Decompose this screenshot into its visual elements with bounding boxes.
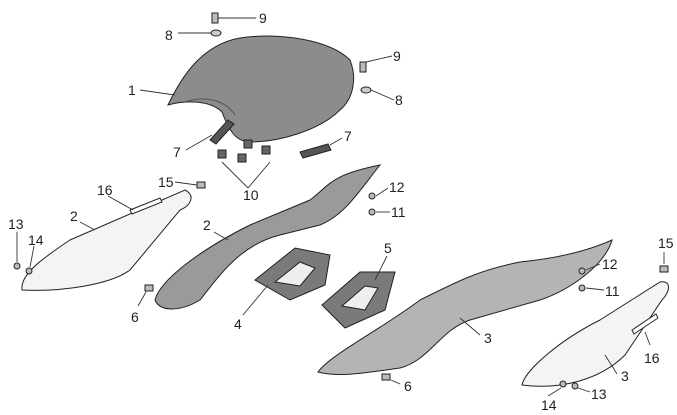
- leader-lines: [16, 17, 665, 397]
- callout-6: 6: [404, 378, 412, 394]
- callout-16: 16: [97, 182, 113, 198]
- callout-13: 13: [8, 216, 24, 232]
- side-panel-3-right: [521, 281, 669, 387]
- tail-fairing-3: [317, 239, 613, 376]
- callout-12: 12: [389, 179, 405, 195]
- callout-2: 2: [203, 217, 211, 233]
- callout-14: 14: [541, 397, 557, 413]
- callout-3: 3: [621, 368, 629, 384]
- callout-11: 11: [605, 283, 620, 299]
- sticker-16-left: [129, 197, 163, 215]
- callout-7: 7: [173, 144, 181, 160]
- callout-9: 9: [393, 48, 401, 64]
- callout-9: 9: [259, 10, 267, 26]
- callout-14: 14: [28, 232, 44, 248]
- hardware: [13, 181, 669, 390]
- screw-9-left: [211, 12, 219, 24]
- rubber-pad-7-right: [299, 143, 332, 159]
- rubber-pad-7-left: [209, 119, 235, 145]
- callout-5: 5: [384, 240, 392, 256]
- washer-8-left: [210, 29, 222, 37]
- callout-7: 7: [344, 128, 352, 144]
- side-panel-2-left: [21, 189, 192, 291]
- callout-6: 6: [131, 309, 139, 325]
- screw-9-right: [359, 61, 367, 73]
- callout-12: 12: [602, 256, 618, 272]
- callout-2: 2: [70, 208, 78, 224]
- callout-1: 1: [128, 82, 136, 98]
- callout-11: 11: [391, 204, 406, 220]
- callout-10: 10: [243, 187, 259, 203]
- callout-13: 13: [591, 386, 607, 402]
- callout-8: 8: [395, 92, 403, 108]
- side-panel-2-center: [154, 164, 382, 310]
- callout-8: 8: [165, 27, 173, 43]
- callout-15: 15: [658, 235, 674, 251]
- callout-15: 15: [158, 174, 174, 190]
- sticker-16-right: [631, 313, 659, 335]
- grommets-10: [217, 139, 271, 163]
- callout-4: 4: [234, 316, 242, 332]
- callout-3: 3: [484, 330, 492, 346]
- callout-16: 16: [644, 350, 660, 366]
- seat: [167, 35, 355, 143]
- washer-8-right: [360, 86, 372, 94]
